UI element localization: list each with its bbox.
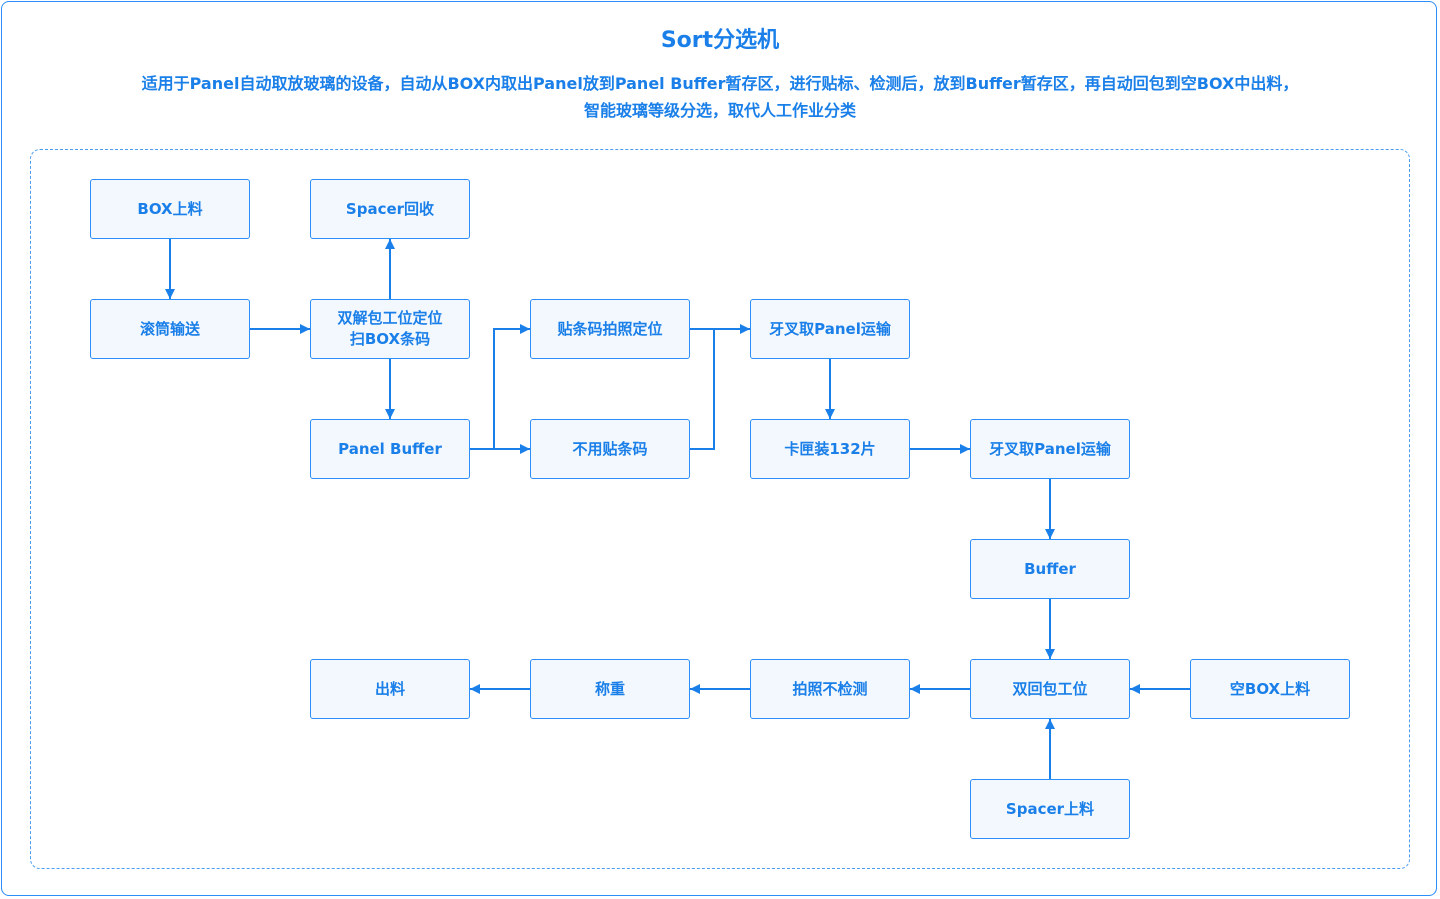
- flowchart-panel: [30, 149, 1410, 869]
- node-cassette-132: 卡匣装132片: [750, 419, 910, 479]
- arrow-buffer-to-labelphoto: [493, 324, 530, 449]
- node-no-label: 不用贴条码: [530, 419, 690, 479]
- node-spacer-load: Spacer上料: [970, 779, 1130, 839]
- node-output: 出料: [310, 659, 470, 719]
- node-fork-transport-1: 牙叉取Panel运输: [750, 299, 910, 359]
- diagram-title: Sort分选机: [660, 28, 780, 53]
- node-dual-repack: 双回包工位: [970, 659, 1130, 719]
- node-buffer: Buffer: [970, 539, 1130, 599]
- node-spacer-recycle: Spacer回收: [310, 179, 470, 239]
- node-box-load: BOX上料: [90, 179, 250, 239]
- node-fork-transport-2: 牙叉取Panel运输: [970, 419, 1130, 479]
- node-dual-unpack: 双解包工位定位 扫BOX条码: [310, 299, 470, 359]
- arrow-nolabel-to-fork1: [690, 329, 715, 450]
- node-panel-buffer: Panel Buffer: [310, 419, 470, 479]
- node-photo-no-inspect: 拍照不检测: [750, 659, 910, 719]
- diagram-description: 适用于Panel自动取放玻璃的设备，自动从BOX内取出Panel放到Panel …: [40, 70, 1400, 124]
- node-weigh: 称重: [530, 659, 690, 719]
- description-line-1: 适用于Panel自动取放玻璃的设备，自动从BOX内取出Panel放到Panel …: [141, 74, 1299, 93]
- node-label-photo: 贴条码拍照定位: [530, 299, 690, 359]
- node-empty-box-load: 空BOX上料: [1190, 659, 1350, 719]
- description-line-2: 智能玻璃等级分选，取代人工作业分类: [583, 101, 856, 120]
- node-roller-conveyor: 滚筒输送: [90, 299, 250, 359]
